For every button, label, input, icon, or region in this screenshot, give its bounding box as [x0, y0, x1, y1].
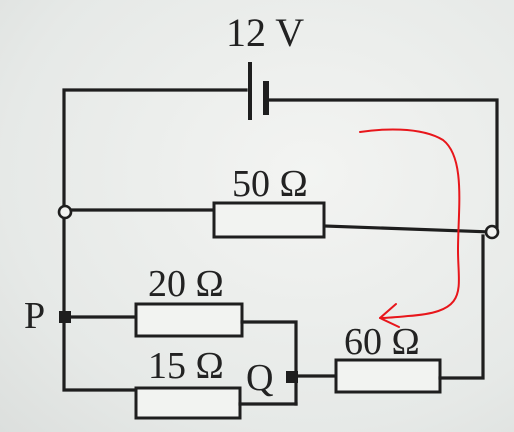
- resistor-20-ohm: [134, 302, 244, 338]
- battery-icon: [248, 62, 269, 120]
- middle-wire: [62, 208, 494, 234]
- left-junction-icon: [57, 204, 73, 220]
- left-wire: [62, 210, 138, 392]
- resistor-15-ohm: [134, 386, 242, 420]
- battery-voltage-label: 12 V: [226, 10, 304, 55]
- right-junction-icon: [484, 224, 500, 240]
- resistor-50-label: 50 Ω: [232, 163, 308, 205]
- resistor-20-label: 20 Ω: [148, 263, 224, 305]
- node-p-label: P: [24, 295, 45, 337]
- red-curved-arrow-icon: [359, 128, 461, 328]
- resistor-60-label: 60 Ω: [344, 321, 420, 363]
- branch-60-right-wire: [438, 234, 485, 380]
- node-q-icon: [286, 371, 298, 383]
- resistor-60-ohm: [334, 358, 442, 394]
- node-q-label: Q: [246, 357, 273, 399]
- resistor-50-ohm: [212, 201, 326, 239]
- top-wire: [62, 88, 499, 234]
- resistor-15-label: 15 Ω: [148, 345, 224, 387]
